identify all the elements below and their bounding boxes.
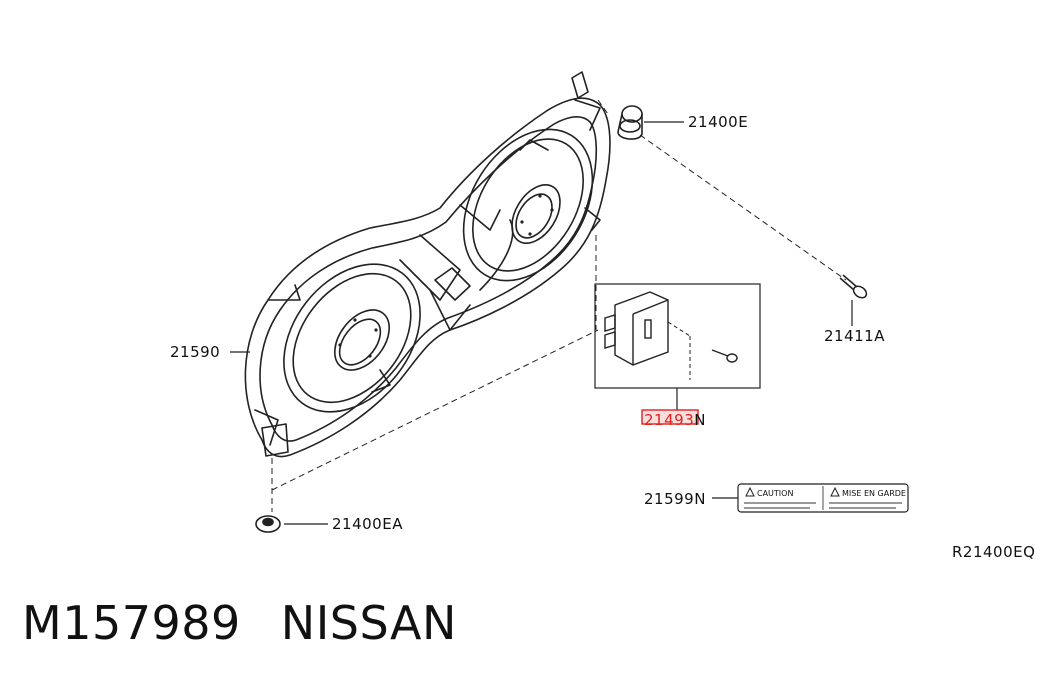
bolt-icon (839, 274, 868, 299)
part-number: M157989 (22, 596, 241, 650)
warning-triangle-icon (830, 486, 840, 497)
warning-triangle-icon (745, 486, 755, 497)
assembly-guide-lines (271, 99, 847, 512)
label-21411a: 21411A (824, 327, 885, 345)
motor-bolt-dots (338, 194, 554, 358)
label-21400ea: 21400EA (332, 515, 403, 533)
rubber-mount-top-icon (617, 105, 643, 140)
screw-icon (711, 349, 738, 363)
label-21400e: 21400E (688, 113, 748, 131)
brand-name: NISSAN (280, 596, 457, 650)
fan-shroud-drawing (244, 71, 611, 458)
control-module-icon (604, 291, 669, 366)
label-21590: 21590 (170, 343, 220, 361)
rubber-mount-bottom-icon (255, 515, 281, 533)
caution-heading: CAUTION (757, 489, 793, 498)
caution-plate: CAUTION MISE EN GARDE (737, 483, 909, 513)
control-module-inset (594, 283, 761, 389)
part-highlight-box (641, 409, 699, 425)
label-21599n: 21599N (644, 490, 706, 508)
footer-caption: M157989 NISSAN (22, 596, 457, 650)
label-2149-module: 21493N (644, 411, 706, 429)
reference-code: R21400EQ (952, 543, 1035, 561)
mise-en-garde-heading: MISE EN GARDE (842, 489, 906, 498)
